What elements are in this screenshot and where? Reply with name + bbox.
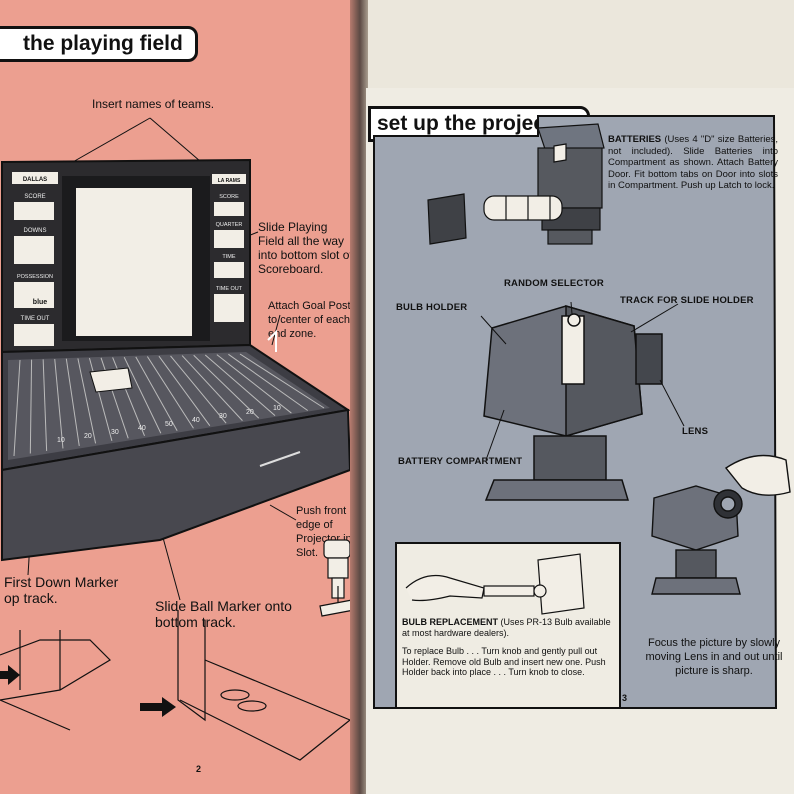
yard-number-6: 30 xyxy=(219,413,227,420)
left-page-number: 2 xyxy=(196,764,202,774)
label-random-selector: RANDOM SELECTOR xyxy=(504,278,604,289)
right-page-number: 3 xyxy=(622,693,628,703)
sb-left-label-3: TIME OUT xyxy=(21,316,50,322)
label-first-down: First Down Marker op track. xyxy=(4,574,119,606)
yard-number-7: 20 xyxy=(246,409,254,416)
label-lens: LENS xyxy=(682,426,709,437)
right-page-top xyxy=(368,0,794,88)
right-page: set up the projector xyxy=(366,88,794,794)
left-banner-title: the playing field xyxy=(23,32,183,55)
sb-right-label-0: SCORE xyxy=(219,194,239,200)
batteries-block: BATTERIES (Uses 4 "D" size Batteries, no… xyxy=(608,134,778,192)
yard-numbers: 10 20 30 40 50 40 30 20 10 xyxy=(57,405,281,444)
yard-number-3: 40 xyxy=(138,425,146,432)
batteries-text: (Uses 4 "D" size Batteries, not included… xyxy=(608,134,779,191)
focus-text: Focus the picture by slowly moving Lens … xyxy=(645,637,783,677)
playing-field-illustration: DALLAS SCORE DOWNS POSSESSION blue TIME … xyxy=(0,117,355,761)
sb-right-label-3: TIME OUT xyxy=(216,286,243,292)
yard-number-0: 10 xyxy=(57,437,65,444)
label-goal-post: Attach Goal Post to center of each end z… xyxy=(268,300,351,340)
label-team-names: Insert names of teams. xyxy=(92,97,215,111)
sb-right-label-2: TIME xyxy=(222,254,235,260)
bulb-intro: (Uses PR-13 Bulb available at most hardw… xyxy=(402,617,611,638)
bulb-text: To replace Bulb . . . Turn knob and gent… xyxy=(402,646,606,677)
sb-left-label-1: DOWNS xyxy=(24,228,47,234)
team-left-name: DALLAS xyxy=(23,177,47,183)
left-banner: the playing field xyxy=(0,26,198,62)
bulb-replacement-block: BULB REPLACEMENT (Uses PR-13 Bulb availa… xyxy=(402,617,612,678)
sb-right-label-1: QUARTER xyxy=(216,222,243,228)
yard-number-5: 40 xyxy=(192,417,200,424)
bulb-heading: BULB REPLACEMENT xyxy=(402,617,498,627)
label-slide-field: Slide Playing Field all the way into bot… xyxy=(258,220,353,276)
possession-word: blue xyxy=(33,299,47,306)
batteries-heading: BATTERIES xyxy=(608,134,662,145)
label-track-slide-holder: TRACK FOR SLIDE HOLDER xyxy=(620,295,754,306)
yard-number-2: 30 xyxy=(111,429,119,436)
projector-panel-bg xyxy=(373,115,791,709)
yard-number-8: 10 xyxy=(273,405,281,412)
left-page: the playing field Insert names of teams.… xyxy=(0,0,362,794)
label-ball-marker: Slide Ball Marker onto bottom track. xyxy=(155,598,292,630)
right-banner-title: set up the projector xyxy=(377,112,574,135)
yard-number-4: 50 xyxy=(165,421,173,428)
yard-number-1: 20 xyxy=(84,433,92,440)
label-push-projector: Push front edge of Projector into Slot. xyxy=(296,505,361,559)
sb-left-label-0: SCORE xyxy=(24,194,45,200)
sb-left-label-2: POSSESSION xyxy=(17,274,53,280)
label-bulb-holder: BULB HOLDER xyxy=(396,302,468,313)
team-right-name: LA RAMS xyxy=(218,178,241,184)
label-battery-compartment: BATTERY COMPARTMENT xyxy=(398,456,523,467)
